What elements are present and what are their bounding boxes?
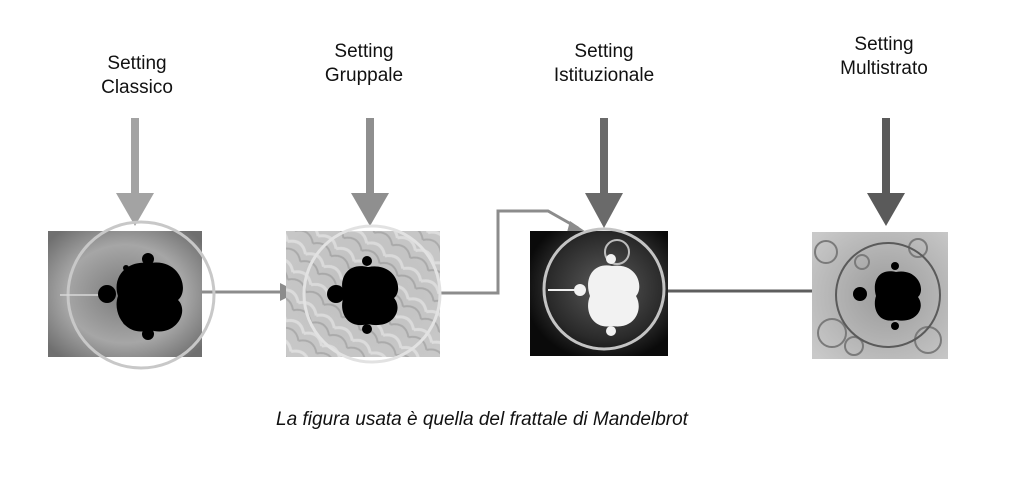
fractal-image-classico	[48, 220, 216, 370]
diagram-caption: La figura usata è quella del frattale di…	[276, 409, 688, 430]
down-arrow-multistrato	[867, 118, 905, 226]
fractal-image-multistrato	[812, 232, 948, 359]
down-arrow-gruppale	[351, 118, 389, 226]
fractal-image-istituzionale	[530, 227, 668, 356]
connector-classico-to-gruppale	[202, 283, 298, 301]
fractal-image-gruppale	[286, 224, 442, 364]
down-arrow-classico	[116, 118, 154, 226]
down-arrow-istituzionale	[585, 118, 623, 228]
